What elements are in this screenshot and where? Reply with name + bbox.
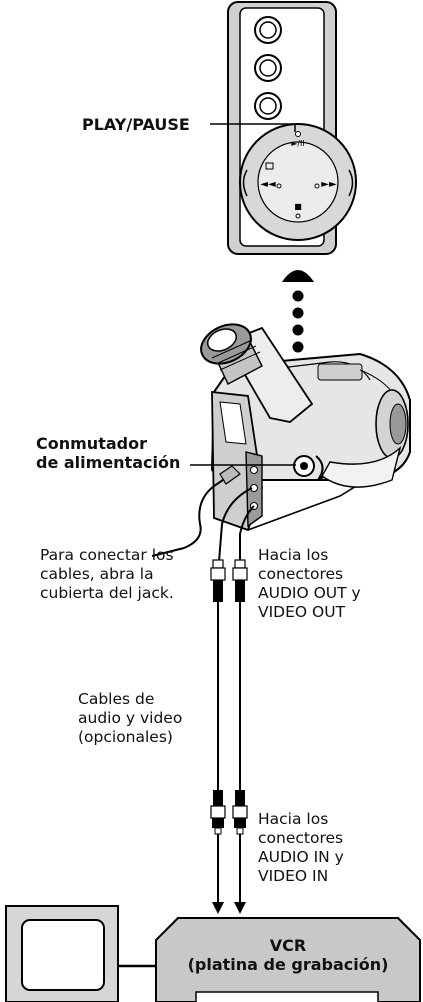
vcr (155, 917, 421, 1002)
remote-control: ►/II ◄◄ ►► ■ (227, 1, 357, 255)
power-switch-label-line2: de alimentación (36, 453, 181, 472)
cables-label-line3: (opcionales) (78, 728, 173, 746)
television (5, 905, 119, 1002)
cables-label-line2: audio y video (78, 709, 183, 727)
power-switch-label: Conmutador de alimentación (36, 434, 180, 472)
camcorder (151, 323, 411, 557)
plug-left-top (210, 559, 226, 790)
fast-forward-symbol: ►► (321, 179, 337, 190)
jack-cover-note-line1: Para conectar los (40, 546, 174, 564)
input-connectors-line2: conectores (258, 829, 344, 847)
vcr-label-line1: VCR (269, 936, 307, 955)
infrared-signal (282, 270, 314, 353)
stop-symbol: ■ (294, 202, 302, 211)
jack-cover-note-line3: cubierta del jack. (40, 584, 174, 602)
play-pause-label: PLAY/PAUSE (82, 115, 190, 134)
plug-right-top (232, 559, 248, 790)
input-connectors-label: Hacia los conectores AUDIO IN y VIDEO IN (258, 810, 344, 886)
plug-left-bottom (210, 790, 226, 914)
vcr-label-line2: (platina de grabación) (187, 955, 389, 974)
output-connectors-line4: VIDEO OUT (258, 603, 346, 621)
output-connectors-label: Hacia los conectores AUDIO OUT y VIDEO O… (258, 546, 361, 622)
power-switch-label-line1: Conmutador (36, 434, 147, 453)
input-connectors-line1: Hacia los (258, 810, 329, 828)
output-connectors-line1: Hacia los (258, 546, 329, 564)
jack-cover-note: Para conectar los cables, abra la cubier… (40, 546, 174, 603)
cables-label: Cables de audio y video (opcionales) (78, 690, 182, 747)
output-connectors-line2: conectores (258, 565, 344, 583)
cables-label-line1: Cables de (78, 690, 155, 708)
play-pause-leader (210, 123, 296, 132)
input-connectors-line3: AUDIO IN y (258, 848, 344, 866)
power-cable (151, 477, 227, 557)
input-connectors-line4: VIDEO IN (258, 867, 329, 885)
output-connectors-line3: AUDIO OUT y (258, 584, 361, 602)
vcr-label: VCR (platina de grabación) (160, 936, 416, 974)
rewind-symbol: ◄◄ (260, 179, 276, 190)
plug-right-bottom (232, 790, 248, 914)
av-cables-top (217, 487, 255, 575)
play-pause-symbol: ►/II (291, 139, 305, 148)
index-icon (265, 162, 274, 170)
jack-cover-note-line2: cables, abra la (40, 565, 154, 583)
